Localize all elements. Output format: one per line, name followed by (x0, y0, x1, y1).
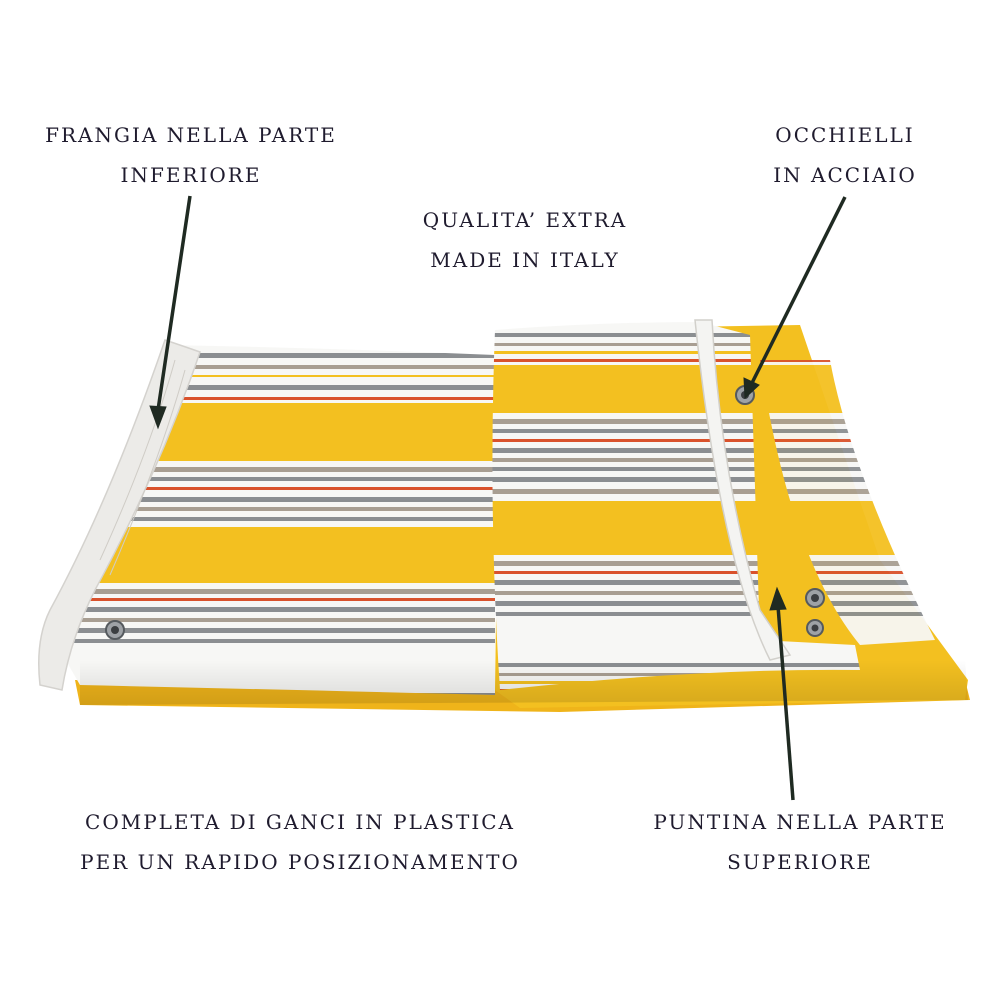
tack-annotation-line1: PUNTINA NELLA PARTE (653, 810, 947, 834)
tack-annotation-line2: SUPERIORE (727, 850, 873, 874)
eyelet-left (105, 620, 125, 640)
fringe-annotation-line1: FRANGIA NELLA PARTE (45, 123, 337, 147)
hooks-annotation-line2: PER UN RAPIDO POSIZIONAMENTO (80, 850, 520, 874)
quality-annotation-line2: MADE IN ITALY (430, 248, 620, 272)
fabric-inner-flap (760, 360, 935, 645)
fringe-annotation: FRANGIA NELLA PARTE INFERIORE (0, 115, 382, 195)
arrow-fringe (149, 195, 192, 430)
eyelets-annotation: OCCHIELLI IN ACCIAIO (735, 115, 955, 195)
tack-annotation: PUNTINA NELLA PARTE SUPERIORE (615, 802, 985, 882)
quality-annotation-line1: QUALITA’ EXTRA (422, 208, 628, 232)
hooks-annotation-line1: COMPLETA DI GANCI IN PLASTICA (85, 810, 515, 834)
fringe-annotation-line2: INFERIORE (120, 163, 262, 187)
quality-annotation: QUALITA’ EXTRA MADE IN ITALY (355, 200, 695, 280)
fabric-right-sheet (492, 322, 860, 690)
eyelet-bottom-right-1 (805, 588, 825, 608)
arrow-eyelets (743, 196, 847, 400)
eyelets-annotation-line2: IN ACCIAIO (773, 163, 917, 187)
eyelets-annotation-line1: OCCHIELLI (775, 123, 915, 147)
arrow-tack (769, 586, 795, 801)
top-edge-strip (694, 319, 792, 661)
eyelet-bottom-right-2 (806, 619, 824, 637)
hooks-annotation: COMPLETA DI GANCI IN PLASTICA PER UN RAP… (30, 802, 570, 882)
